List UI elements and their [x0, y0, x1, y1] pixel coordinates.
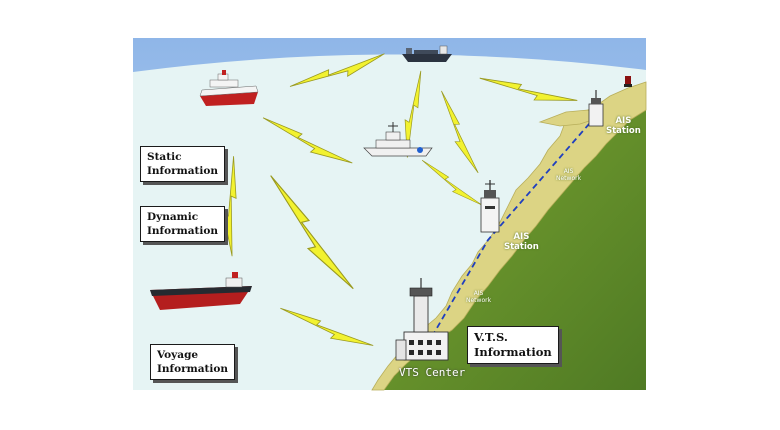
label-line: Station [504, 242, 539, 252]
cargo-ship-icon [402, 45, 452, 62]
vts-center-building-icon [395, 278, 449, 361]
static-information-label: Static Information [140, 146, 225, 182]
ais-station-tower-icon [480, 180, 500, 233]
label-line: Information [147, 225, 218, 237]
label-line: Static [147, 151, 182, 163]
dynamic-information-label: Dynamic Information [140, 206, 225, 242]
voyage-information-label: Voyage Information [150, 344, 235, 380]
label-line: AIS [563, 168, 574, 175]
label-line: Dynamic [147, 211, 199, 223]
label-line: Network [466, 297, 492, 304]
label-line: AIS [615, 116, 632, 126]
ais-station-tower-icon [588, 90, 604, 127]
buoy-icon [624, 76, 632, 87]
ais-station-label-top: AIS Station [606, 116, 641, 136]
label-line: Information [474, 345, 552, 359]
patrol-vessel-icon [363, 122, 433, 157]
label-line: V.T.S. [474, 330, 508, 344]
label-line: AIS [513, 232, 530, 242]
label-line: Information [147, 165, 218, 177]
label-line: Station [606, 126, 641, 136]
ais-network-label-top: AIS Network [556, 168, 581, 182]
shoreline [371, 81, 647, 391]
label-line: AIS [473, 290, 484, 297]
label-line: Network [556, 175, 582, 182]
ais-network-label-bottom: AIS Network [466, 290, 491, 304]
cruise-ship-icon [199, 70, 259, 106]
vts-information-label: V.T.S. Information [467, 326, 559, 364]
ais-station-label-mid: AIS Station [504, 232, 539, 252]
vts-center-label: VTS Center [399, 366, 466, 379]
tanker-ship-icon [150, 272, 252, 310]
label-line: Voyage [157, 349, 199, 361]
ais-network-link [429, 115, 597, 341]
label-line: Information [157, 363, 228, 375]
